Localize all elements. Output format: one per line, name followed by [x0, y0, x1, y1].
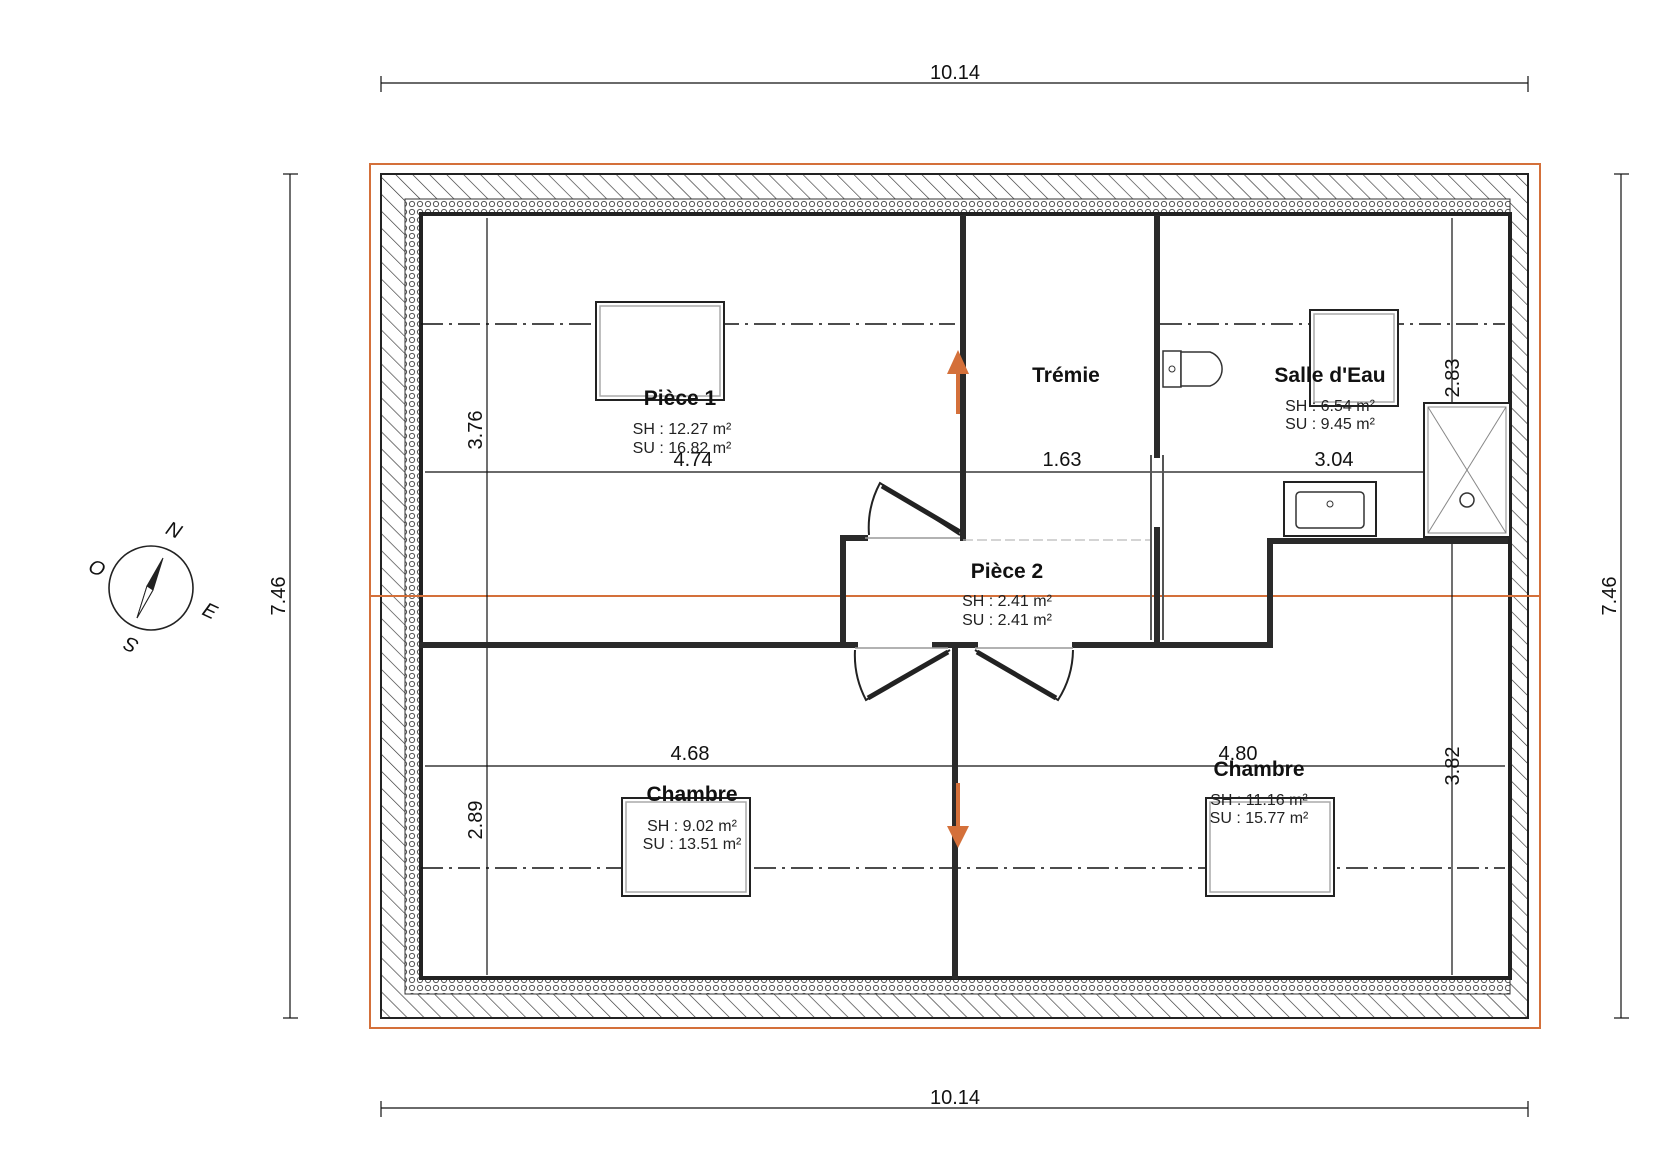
compass-s-label: S: [120, 631, 142, 657]
dim-tremie-width: 1.63: [1043, 449, 1082, 471]
room-tremie: Trémie: [1032, 364, 1100, 387]
room-chambre1: Chambre SH : 9.02 m² SU : 13.51 m²: [643, 783, 742, 853]
dim-salle-eau-width: 3.04: [1315, 449, 1354, 471]
skylight-chambre1: [621, 797, 751, 897]
compass-n-label: N: [162, 518, 185, 544]
room-tremie-name: Trémie: [1032, 364, 1100, 387]
dim-chambre2-height: 3.82: [1442, 747, 1464, 786]
room-chambre2: Chambre SH : 11.16 m² SU : 15.77 m²: [1210, 758, 1309, 827]
dimension-right: 7.46: [1599, 173, 1629, 1019]
room-piece1-sh: SH : 12.27 m²: [633, 421, 732, 438]
room-salle-eau-name: Salle d'Eau: [1274, 364, 1385, 387]
sink-icon: [1283, 481, 1377, 537]
dimension-left: 7.46: [268, 173, 298, 1019]
room-piece2-name: Pièce 2: [971, 560, 1043, 583]
dimension-top-label: 10.14: [930, 62, 980, 84]
dimension-bottom-label: 10.14: [930, 1087, 980, 1109]
compass-o-label: O: [85, 555, 108, 582]
toilet-icon: [1162, 350, 1223, 388]
room-salle-eau-su: SU : 9.45 m²: [1285, 416, 1375, 433]
compass: N E S O: [85, 518, 221, 657]
door-chambre2: [974, 647, 1074, 702]
dim-chambre1-width: 4.68: [671, 743, 710, 765]
room-chambre1-su: SU : 13.51 m²: [643, 836, 742, 853]
dimension-right-label: 7.46: [1599, 577, 1621, 616]
door-chambre1: [853, 647, 951, 702]
sliding-door-salle-eau: [963, 455, 1164, 640]
room-piece2-su: SU : 2.41 m²: [962, 612, 1052, 629]
compass-e-label: E: [199, 599, 221, 625]
room-piece2-sh: SH : 2.41 m²: [962, 593, 1052, 610]
room-salle-eau-sh: SH : 6.54 m²: [1285, 398, 1375, 415]
skylight-salle-eau: [1309, 309, 1399, 407]
room-chambre1-sh: SH : 9.02 m²: [647, 818, 737, 835]
room-piece1: Pièce 1 SH : 12.27 m² SU : 16.82 m²: [633, 387, 732, 457]
room-chambre2-sh: SH : 11.16 m²: [1210, 792, 1308, 809]
dim-salle-eau-height: 2.83: [1442, 359, 1464, 398]
room-chambre2-name: Chambre: [1213, 758, 1304, 781]
stair-up-arrow-icon: [947, 350, 969, 414]
dim-chambre2-width: 4.80: [1219, 743, 1258, 765]
room-chambre2-su: SU : 15.77 m²: [1210, 810, 1309, 827]
skylight-piece1: [595, 301, 725, 401]
dimension-bottom: 10.14: [380, 1087, 1529, 1117]
dim-chambre1-height: 2.89: [465, 801, 487, 840]
room-chambre1-name: Chambre: [646, 783, 737, 806]
dim-piece1-width: 4.74: [674, 449, 713, 471]
room-salle-eau: Salle d'Eau SH : 6.54 m² SU : 9.45 m²: [1274, 364, 1385, 433]
dim-piece1-height: 3.76: [465, 411, 487, 450]
room-piece1-name: Pièce 1: [644, 387, 717, 410]
room-piece2: Pièce 2 SH : 2.41 m² SU : 2.41 m²: [962, 560, 1052, 629]
shower-icon: [1423, 402, 1511, 538]
skylight-chambre2: [1205, 797, 1335, 897]
stair-down-arrow-icon: [947, 783, 969, 848]
room-piece1-su: SU : 16.82 m²: [633, 440, 732, 457]
interior-walls: [420, 215, 1508, 979]
dimension-top: 10.14: [380, 62, 1529, 92]
door-piece1: [865, 481, 962, 539]
dimension-left-label: 7.46: [268, 577, 290, 616]
